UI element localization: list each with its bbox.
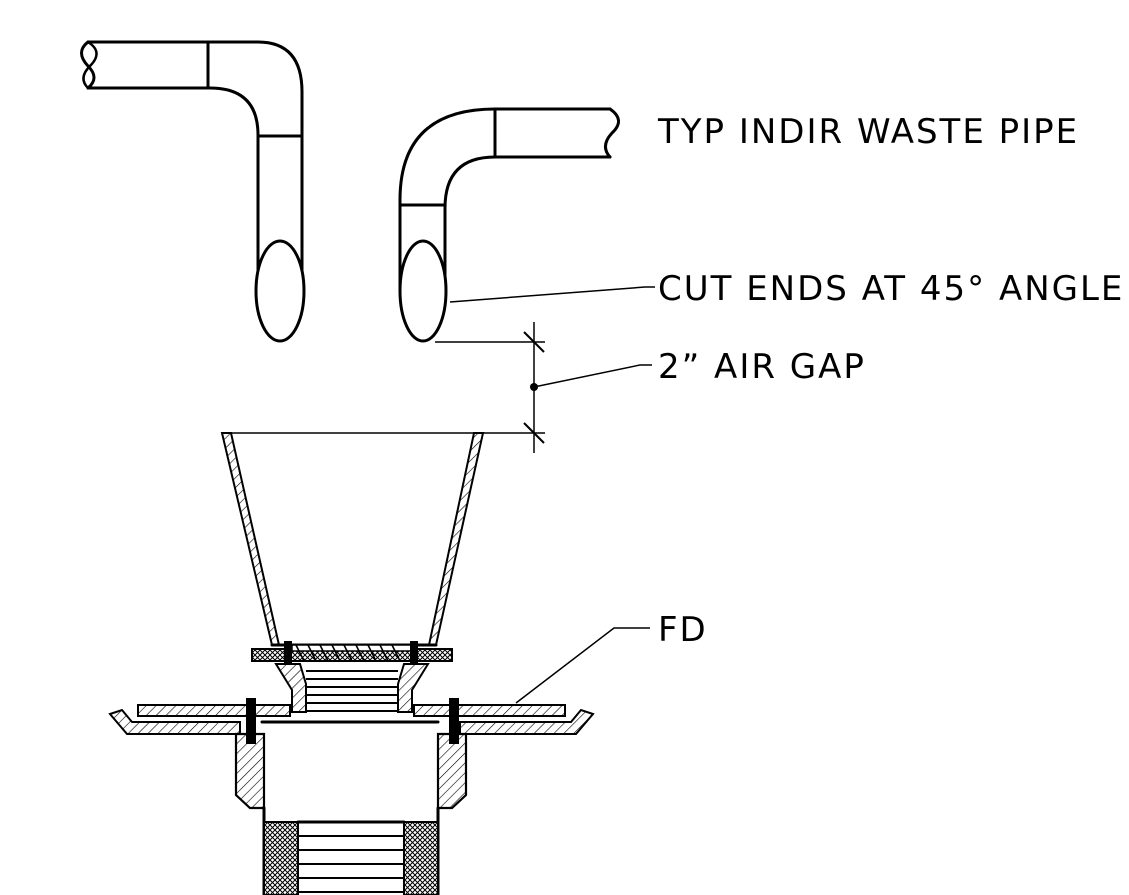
threaded-adapter bbox=[274, 663, 430, 713]
label-cut-ends-45: CUT ENDS AT 45° ANGLE bbox=[658, 269, 1124, 309]
right-waste-pipe bbox=[398, 107, 620, 343]
floor-drain-body bbox=[234, 732, 468, 895]
funnel bbox=[220, 432, 485, 647]
air-gap-dimension bbox=[222, 322, 652, 453]
label-floor-drain: FD bbox=[658, 610, 708, 650]
cut-ends-leader bbox=[449, 286, 655, 303]
label-typ-indir-waste-pipe: TYP INDIR WASTE PIPE bbox=[657, 112, 1079, 152]
drain-grate bbox=[251, 641, 453, 665]
label-air-gap: 2” AIR GAP bbox=[658, 347, 866, 387]
left-waste-pipe bbox=[80, 40, 306, 343]
fd-leader bbox=[515, 627, 650, 704]
flange-bolts bbox=[246, 698, 459, 744]
floor-drain-flange bbox=[108, 704, 595, 735]
